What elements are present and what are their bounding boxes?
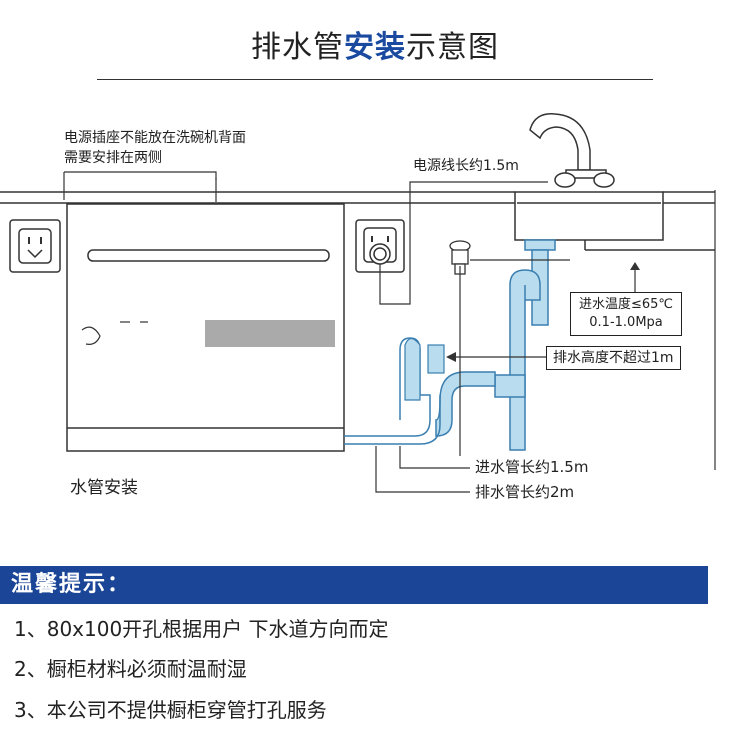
inlet-temp-line1: 进水温度≤65℃	[579, 297, 674, 312]
right-socket-icon	[355, 219, 405, 273]
title-divider	[97, 79, 653, 80]
inlet-hose-leader	[399, 446, 470, 469]
tip-item-1: 1、80x100开孔根据用户 下水道方向而定	[14, 617, 389, 641]
drain-height-box: 排水高度不超过1m	[546, 346, 681, 370]
installation-diagram	[0, 113, 716, 493]
sink	[514, 191, 715, 251]
drain-riser	[435, 269, 541, 451]
drain-hose-label: 排水管长约2m	[475, 483, 575, 501]
drain-hose-leader	[375, 446, 470, 493]
tip-item-2: 2、橱柜材料必须耐温耐湿	[14, 657, 247, 681]
countertop	[0, 191, 715, 204]
title-part1: 排水管	[251, 30, 344, 65]
title-part2: 示意图	[406, 30, 499, 65]
hose-clamp	[427, 344, 445, 374]
socket-note: 电源插座不能放在洗碗机背面 需要安排在两侧	[64, 128, 246, 168]
diagram-caption: 水管安装	[70, 478, 138, 498]
title-highlight: 安装	[344, 30, 406, 65]
power-cord-label: 电源线长约1.5m	[413, 158, 519, 174]
power-cord-leader	[379, 181, 548, 305]
drain-hose	[344, 337, 441, 445]
page-title: 排水管安装示意图	[0, 22, 750, 66]
socket-note-line2: 需要安排在两侧	[64, 150, 162, 166]
inlet-temp-box: 进水温度≤65℃ 0.1-1.0Mpa	[570, 292, 683, 336]
inlet-hose-label: 进水管长约1.5m	[475, 458, 589, 476]
tips-heading: 温馨提示：	[11, 572, 132, 597]
socket-note-leader	[64, 171, 217, 180]
inlet-temp-line2: 0.1-1.0Mpa	[589, 315, 663, 330]
tip-item-3: 3、本公司不提供橱柜穿管打孔服务	[14, 698, 327, 722]
socket-note-line1: 电源插座不能放在洗碗机背面	[64, 130, 246, 146]
dishwasher	[66, 203, 345, 452]
left-socket-icon	[9, 219, 61, 273]
dishwasher-logo-icon	[81, 321, 148, 345]
tips-header: 温馨提示：	[0, 566, 708, 604]
faucet-icon	[529, 113, 615, 188]
